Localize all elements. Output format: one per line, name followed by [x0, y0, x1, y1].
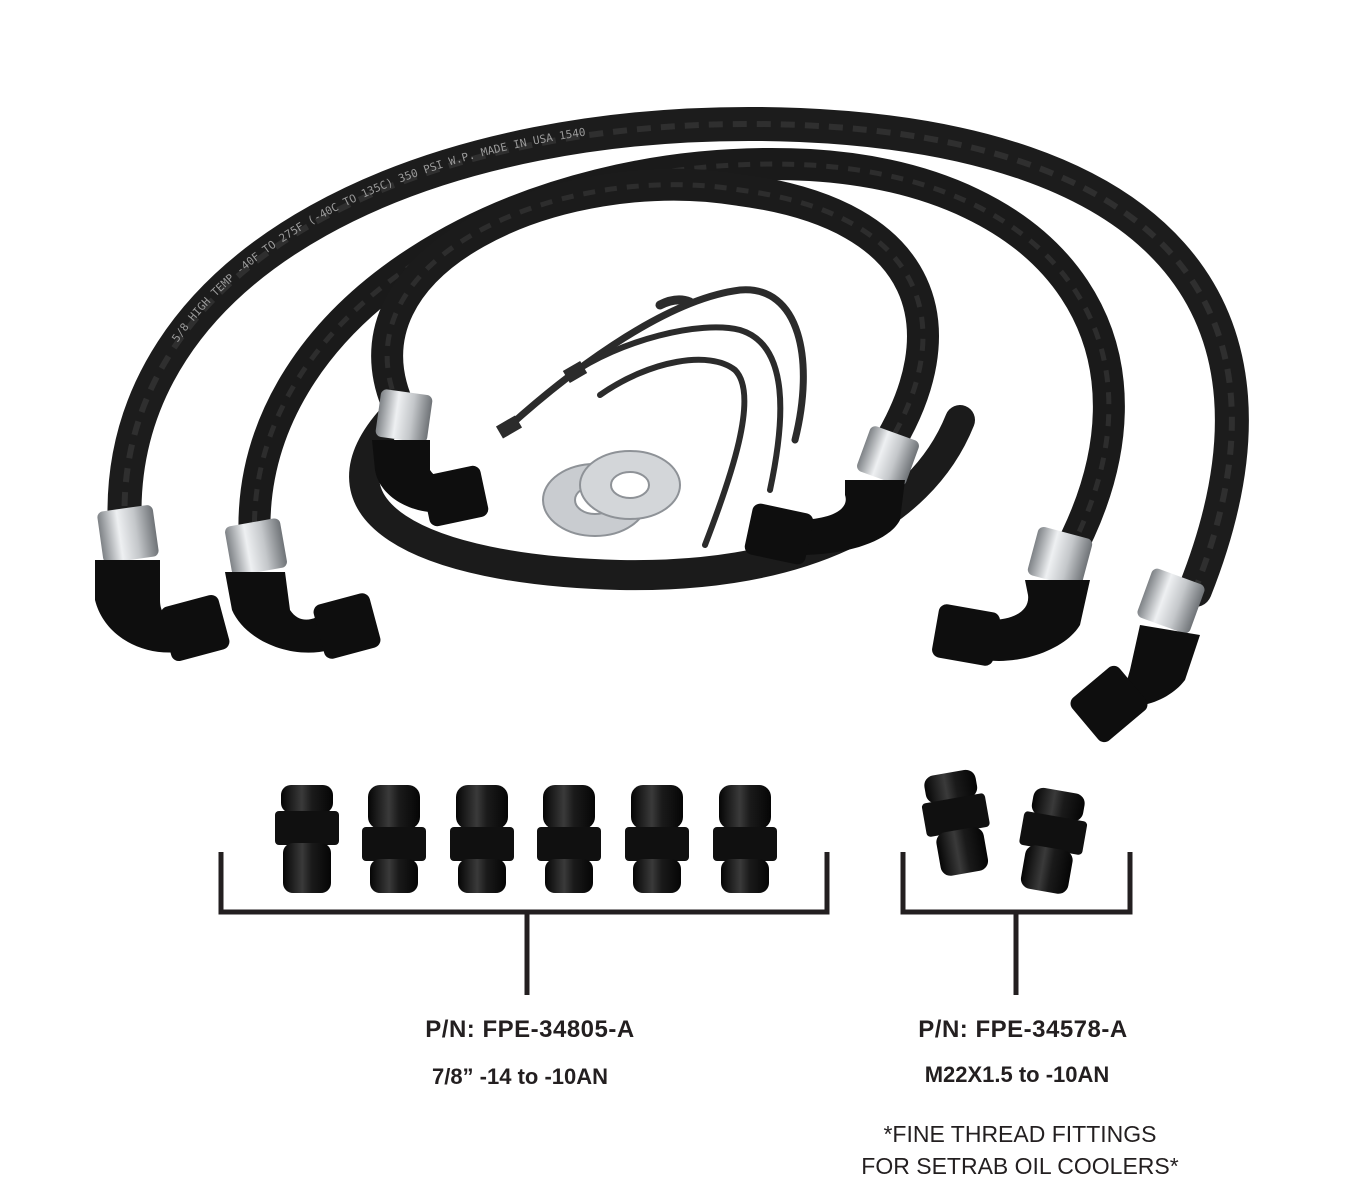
fitting-1	[275, 785, 339, 893]
note-line-1: *FINE THREAD FITTINGS	[883, 1121, 1157, 1147]
note-line-2: FOR SETRAB OIL COOLERS*	[861, 1153, 1179, 1179]
zip-ties	[495, 286, 807, 548]
fitting-7	[921, 769, 990, 876]
hose-end-fittings	[95, 440, 1200, 743]
description-right: M22X1.5 to -10AN	[924, 1062, 1110, 1087]
fitting-6	[713, 785, 777, 893]
description-left: 7/8” -14 to -10AN	[431, 1064, 609, 1089]
fittings-group-1	[275, 785, 777, 893]
fine-thread-note: *FINE THREAD FITTINGS FOR SETRAB OIL COO…	[820, 1118, 1220, 1182]
bracket-left	[218, 852, 830, 995]
fitting-2	[362, 785, 426, 893]
hose-second	[238, 148, 1125, 576]
washers	[542, 450, 681, 537]
bracket-right	[900, 852, 1133, 995]
fitting-5	[625, 785, 689, 893]
fitting-8	[1019, 787, 1088, 894]
fittings-group-2	[921, 769, 1088, 894]
hose-ferrules	[97, 389, 1205, 634]
fitting-3	[450, 785, 514, 893]
fitting-4	[537, 785, 601, 893]
part-number-left: P/N: FPE-34805-A	[425, 1016, 635, 1043]
part-number-right: P/N: FPE-34578-A	[918, 1016, 1128, 1043]
